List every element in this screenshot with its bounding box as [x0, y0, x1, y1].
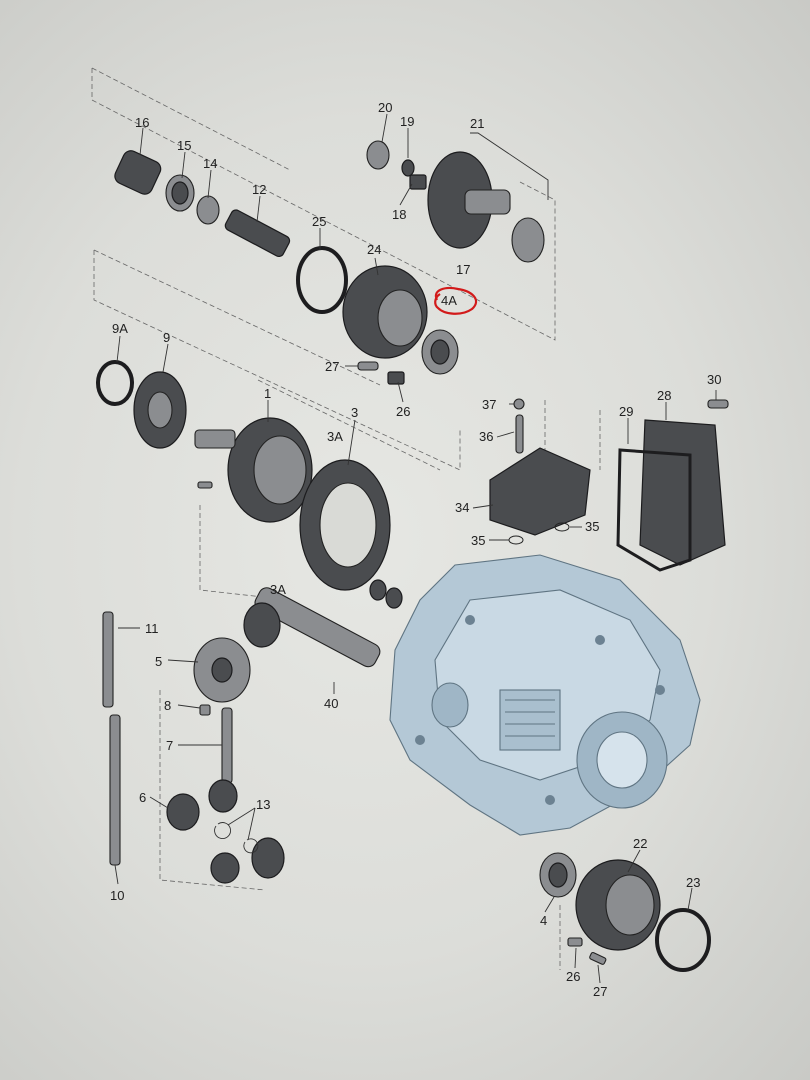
transmission-housing	[389, 554, 701, 836]
label-24: 24	[367, 242, 381, 257]
leader-lines	[114, 113, 717, 984]
cover-plate-group	[489, 398, 729, 572]
label-19: 19	[400, 114, 414, 129]
label-21: 21	[470, 116, 484, 131]
label-20: 20	[378, 100, 392, 115]
label-13: 13	[256, 797, 270, 812]
label-18: 18	[392, 207, 406, 222]
label-6: 6	[139, 790, 146, 805]
label-37: 37	[482, 397, 496, 412]
pinion-shaft-group	[114, 150, 459, 385]
label-16: 16	[135, 115, 149, 130]
label-5: 5	[155, 654, 162, 669]
label-15: 15	[177, 138, 191, 153]
label-40: 40	[324, 696, 338, 711]
label-8: 8	[164, 698, 171, 713]
drive-shafts-group	[102, 587, 381, 884]
label-26-top: 26	[396, 404, 410, 419]
output-flange-group	[366, 140, 545, 263]
label-27-bottom: 27	[593, 984, 607, 999]
label-26-bottom: 26	[566, 969, 580, 984]
label-3a-top: 3A	[327, 429, 343, 444]
label-17: 17	[456, 262, 470, 277]
differential-group	[96, 360, 403, 609]
label-3a-bottom: 3A	[270, 582, 286, 597]
label-29: 29	[619, 404, 633, 419]
label-7: 7	[166, 738, 173, 753]
label-9: 9	[163, 330, 170, 345]
label-4: 4	[540, 913, 547, 928]
label-4a: 4A	[441, 293, 457, 308]
side-cover-group	[539, 852, 711, 972]
label-12: 12	[252, 182, 266, 197]
part-labels: 16 15 14 12 25 24 20 19 18 21 17 4A 27 2…	[110, 100, 721, 999]
label-14: 14	[203, 156, 217, 171]
label-35-left: 35	[471, 533, 485, 548]
label-27-top: 27	[325, 359, 339, 374]
label-23: 23	[686, 875, 700, 890]
label-34: 34	[455, 500, 469, 515]
label-28: 28	[657, 388, 671, 403]
label-36: 36	[479, 429, 493, 444]
label-25: 25	[312, 214, 326, 229]
label-3: 3	[351, 405, 358, 420]
label-11: 11	[145, 621, 159, 636]
label-9a: 9A	[112, 321, 128, 336]
highlight-circle-4a	[434, 286, 478, 315]
label-35-right: 35	[585, 519, 599, 534]
label-22: 22	[633, 836, 647, 851]
label-1: 1	[264, 386, 271, 401]
label-10: 10	[110, 888, 124, 903]
label-30: 30	[707, 372, 721, 387]
